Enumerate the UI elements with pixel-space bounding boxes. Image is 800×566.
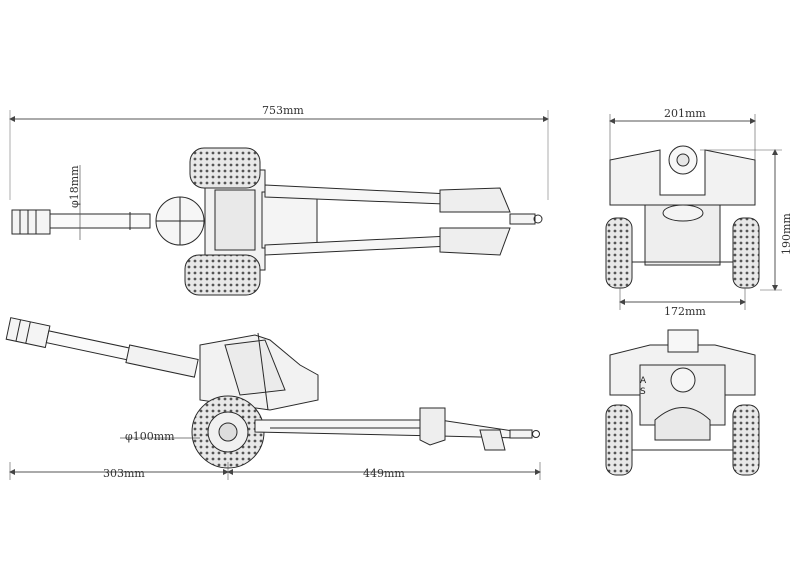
side-trail: [254, 419, 521, 439]
wheel-diameter-label: φ100mm: [125, 430, 175, 443]
overall-length-dimension: [9, 110, 549, 200]
track-dimension: [619, 288, 746, 310]
track-width-label: 172mm: [664, 305, 706, 318]
front-length-label: 303mm: [103, 467, 145, 480]
spade-lower: [439, 227, 511, 256]
rear-marker-a: A: [640, 376, 647, 386]
height-dimension: [700, 149, 782, 291]
overall-length-label: 753mm: [262, 104, 304, 117]
rear-wheel-left: [605, 404, 633, 476]
top-wheel-lower: [184, 254, 261, 296]
front-wheel-left: [605, 217, 633, 289]
rear-view: [605, 329, 760, 476]
front-wheel-right: [732, 217, 760, 289]
rear-wheel-right: [732, 404, 760, 476]
height-label: 190mm: [780, 213, 793, 255]
side-view: [5, 317, 541, 480]
barrel: [49, 213, 151, 229]
rear-length-label: 449mm: [363, 467, 405, 480]
top-wheel-upper: [189, 147, 261, 189]
muzzle-brake: [11, 209, 51, 235]
top-view: [9, 110, 549, 296]
front-width-label: 201mm: [664, 107, 706, 120]
front-view: [605, 114, 782, 310]
bottom-dimensions: [9, 462, 541, 480]
spade-upper: [439, 187, 511, 213]
rear-marker-s: S: [640, 387, 646, 397]
barrel-diameter-label: φ18mm: [68, 165, 81, 208]
